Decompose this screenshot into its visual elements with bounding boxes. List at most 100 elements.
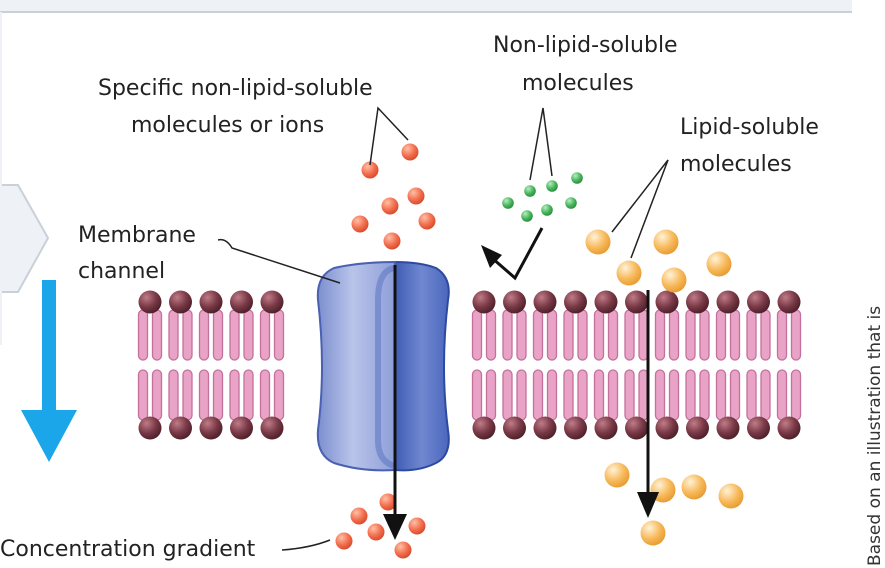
label-specific-line1: Specific non-lipid-soluble <box>98 76 373 101</box>
lipid-head <box>199 290 223 314</box>
lipid-tail <box>229 309 240 361</box>
ion-molecule <box>408 517 426 535</box>
label-membrane-line2: channel <box>78 259 165 284</box>
label-lipid-line2: molecules <box>680 152 792 177</box>
lipid-tail <box>563 369 574 421</box>
lipid-tail <box>502 369 513 421</box>
lipid-soluble-molecule <box>661 267 687 293</box>
lipid-tail <box>790 309 802 361</box>
lipid-tail <box>607 309 619 361</box>
lipid-soluble-molecule <box>640 520 666 546</box>
lipid-head <box>472 416 496 440</box>
ion-molecule <box>418 212 436 230</box>
lipid-tail <box>760 369 771 421</box>
lipid-tail <box>593 369 605 421</box>
lipid-head <box>260 416 284 440</box>
ion-molecule <box>401 143 419 161</box>
lipid-tail <box>776 309 788 361</box>
channel-right-half <box>394 260 450 472</box>
lipid-tail <box>516 369 527 421</box>
lipid-tail <box>502 309 513 361</box>
lipid-heads <box>138 290 801 440</box>
lipid-head <box>169 416 192 440</box>
lipid-tail <box>790 369 802 421</box>
lipid-head <box>533 416 557 440</box>
lipid-tail <box>593 309 605 361</box>
lipid-tail <box>685 309 696 361</box>
lipid-head <box>686 290 709 314</box>
label-nonlipid-line1: Non-lipid-soluble <box>493 33 678 58</box>
panel-left-strip <box>0 12 2 345</box>
lipid-head <box>716 416 740 440</box>
lipid-head <box>138 290 162 314</box>
lipid-tail <box>485 309 497 361</box>
lipid-head <box>169 290 192 314</box>
lipid-tail <box>485 369 497 421</box>
lipid-head <box>564 416 587 440</box>
lipid-tail <box>532 369 544 421</box>
lipid-tail <box>471 309 483 361</box>
lipid-head <box>625 290 648 314</box>
ion-molecule <box>361 161 379 179</box>
lipid-tail <box>685 369 696 421</box>
lipid-soluble-molecule <box>706 251 732 277</box>
channel-diffusion-arrowhead <box>383 514 407 540</box>
lipid-head <box>655 416 679 440</box>
lipid-diffusion-arrowhead <box>637 492 659 518</box>
lipid-head <box>747 290 770 314</box>
lipid-head <box>230 416 253 440</box>
non-lipid-molecule <box>521 210 533 222</box>
lipid-tail <box>198 369 210 421</box>
lipid-soluble-molecule <box>604 462 630 488</box>
lipid-tail <box>715 369 727 421</box>
lipid-tail <box>607 369 619 421</box>
lipid-tail <box>182 309 193 361</box>
label-nonlipid-line2: molecules <box>522 71 634 96</box>
lipid-tail <box>699 309 710 361</box>
ion-molecule <box>379 493 397 511</box>
lipid-tail <box>654 309 666 361</box>
lipid-tail <box>243 309 254 361</box>
lipid-tail <box>729 369 741 421</box>
lipid-tail <box>699 369 710 421</box>
lipid-head <box>472 290 496 314</box>
ions-group <box>335 143 436 559</box>
lipid-tail <box>273 369 285 421</box>
leader-lines <box>217 106 669 551</box>
lipid-tail <box>577 369 588 421</box>
transport-arrows <box>383 227 659 540</box>
nonlipid-leader <box>529 107 553 181</box>
label-lipid-line1: Lipid-soluble <box>680 115 819 140</box>
label-concentration: Concentration gradient <box>0 537 256 562</box>
lipid-head <box>533 290 557 314</box>
non-lipid-molecule <box>565 197 577 209</box>
panel-background <box>0 0 852 12</box>
lipid-tail <box>715 309 727 361</box>
lipid-tail <box>212 309 224 361</box>
lipid-tail <box>212 369 224 421</box>
lipid-soluble-molecule <box>718 483 744 509</box>
label-membrane-line1: Membrane <box>78 223 196 248</box>
lipid-tail <box>229 369 240 421</box>
lipid-tail <box>760 309 771 361</box>
lipid-head <box>503 416 526 440</box>
ion-molecule <box>335 532 353 550</box>
lipid-tail <box>198 309 210 361</box>
lipid-tail <box>563 309 574 361</box>
lipid-head <box>777 416 801 440</box>
membrane-leader <box>217 238 341 284</box>
lipid-head <box>199 416 223 440</box>
membrane-channel-protein <box>316 260 450 472</box>
lipid-tail <box>168 309 179 361</box>
ion-molecule <box>394 541 412 559</box>
lipid-tail <box>624 309 635 361</box>
lipid-soluble-molecule <box>681 474 707 500</box>
lipid-head <box>716 290 740 314</box>
lipid-head <box>230 290 253 314</box>
lipid-molecules-group <box>585 229 744 546</box>
lipid-head <box>594 290 618 314</box>
lipid-head <box>655 290 679 314</box>
concentration-gradient-arrow-icon <box>21 280 77 462</box>
